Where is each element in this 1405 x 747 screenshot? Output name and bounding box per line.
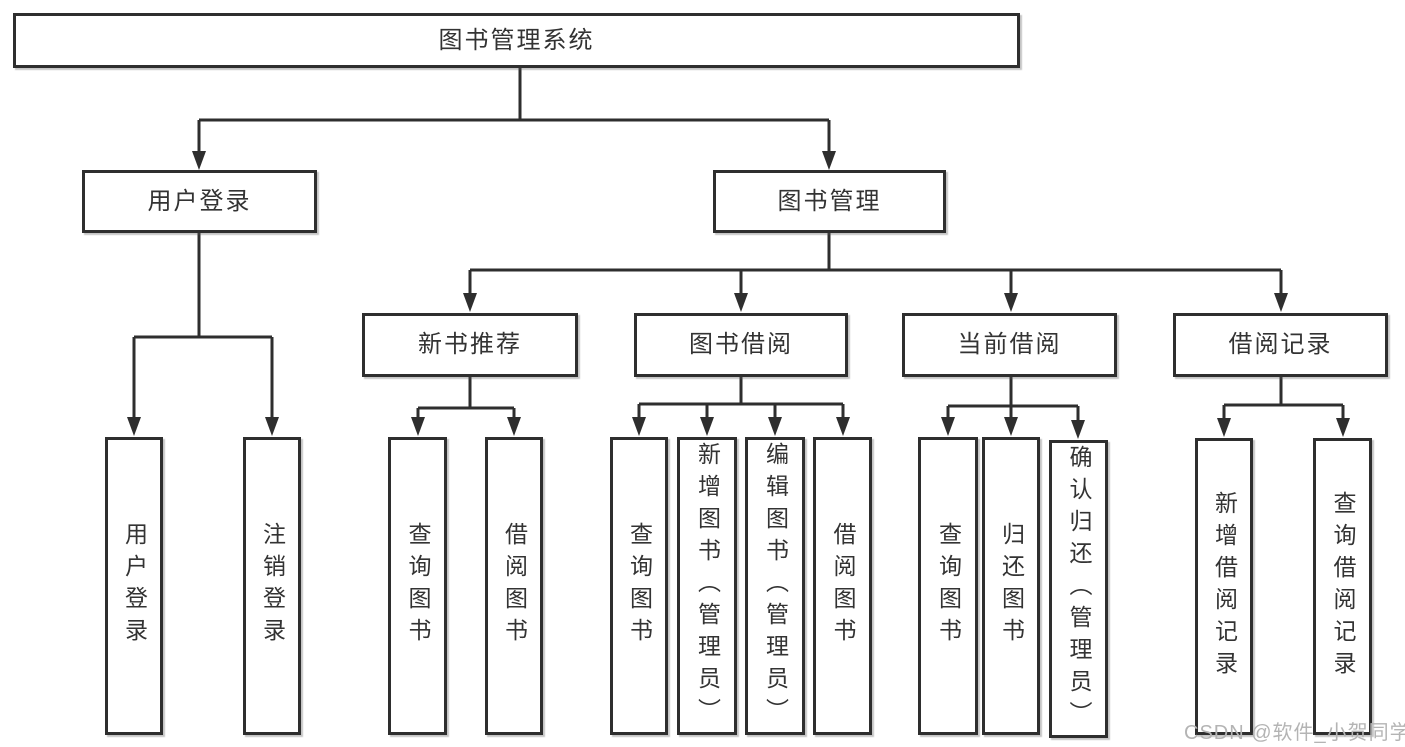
node-label: 图书管理系统 — [438, 26, 595, 54]
leaf-confirm-return-admin: 确认归还（管理员） — [1049, 440, 1108, 738]
node-label: 查询图书 — [626, 522, 653, 650]
node-label: 图书借阅 — [689, 331, 793, 358]
node-user-login: 用户登录 — [82, 170, 317, 233]
node-book-management: 图书管理 — [713, 170, 946, 233]
leaf-query-borrow-record: 查询借阅记录 — [1313, 438, 1372, 735]
leaf-query-books-recommend: 查询图书 — [388, 437, 447, 735]
node-label: 注销登录 — [259, 522, 286, 650]
leaf-edit-books-admin: 编辑图书（管理员） — [745, 437, 805, 735]
leaf-borrow-books-recommend: 借阅图书 — [485, 437, 543, 735]
node-label: 借阅记录 — [1228, 331, 1333, 358]
leaf-query-books-borrowing: 查询图书 — [610, 437, 668, 735]
node-label: 查询图书 — [405, 522, 431, 650]
node-label: 借阅图书 — [830, 522, 856, 650]
node-label: 编辑图书（管理员） — [762, 442, 789, 730]
node-label: 查询图书 — [935, 522, 962, 650]
node-label: 新增图书（管理员） — [694, 442, 721, 730]
leaf-logout: 注销登录 — [243, 437, 301, 735]
node-label: 新增借阅记录 — [1211, 490, 1238, 683]
node-label: 查询借阅记录 — [1330, 490, 1356, 683]
leaf-borrow-books: 借阅图书 — [813, 437, 872, 735]
leaf-add-borrow-record: 新增借阅记录 — [1195, 438, 1253, 735]
node-label: 确认归还（管理员） — [1066, 445, 1092, 733]
node-label: 当前借阅 — [957, 331, 1062, 358]
node-label: 用户登录 — [121, 522, 148, 650]
node-label: 借阅图书 — [501, 522, 528, 650]
node-label: 归还图书 — [998, 522, 1025, 650]
node-new-book-recommend: 新书推荐 — [362, 313, 578, 377]
node-borrowing-records: 借阅记录 — [1173, 313, 1388, 377]
leaf-query-books-current: 查询图书 — [918, 437, 978, 735]
csdn-watermark: CSDN @软件_小贺同学 — [1184, 722, 1405, 744]
leaf-user-login: 用户登录 — [105, 437, 163, 735]
node-book-borrowing: 图书借阅 — [634, 313, 848, 377]
node-label: 新书推荐 — [418, 331, 522, 358]
leaf-add-books-admin: 新增图书（管理员） — [677, 437, 737, 735]
node-library-system: 图书管理系统 — [13, 13, 1020, 68]
node-current-borrowing: 当前借阅 — [902, 313, 1117, 377]
leaf-return-books: 归还图书 — [982, 437, 1040, 735]
node-label: 图书管理 — [777, 187, 882, 215]
node-label: 用户登录 — [147, 187, 252, 215]
